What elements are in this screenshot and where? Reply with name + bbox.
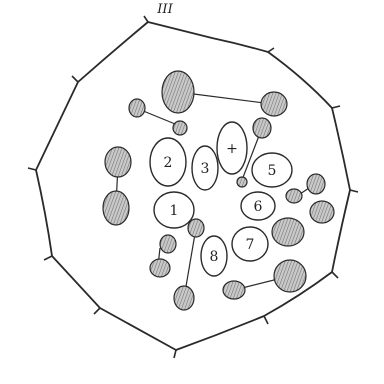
shaded-body — [105, 147, 131, 177]
shaded-body — [160, 235, 176, 253]
shaded-body — [237, 177, 247, 187]
cell-label-7: 7 — [246, 237, 255, 253]
figure-heading: III — [150, 2, 180, 17]
shaded-body — [162, 71, 194, 113]
shaded-body — [188, 219, 204, 237]
cell-label-3: 3 — [201, 161, 210, 177]
shaded-body — [129, 99, 145, 117]
shaded-body — [307, 174, 325, 194]
cell-label-5: 5 — [268, 163, 277, 179]
cell-label-2: 2 — [164, 155, 173, 171]
shaded-body — [272, 218, 304, 246]
shaded-body — [223, 281, 245, 299]
cell-label-plus: + — [226, 141, 238, 157]
shaded-body — [286, 189, 302, 203]
shaded-body — [261, 92, 287, 116]
shaded-body — [274, 260, 306, 292]
shaded-body — [150, 259, 170, 277]
cell-label-8: 8 — [210, 249, 219, 265]
shaded-body — [173, 121, 187, 135]
cell-label-1: 1 — [170, 203, 179, 219]
shaded-body — [310, 201, 334, 223]
numbered-cells — [150, 122, 292, 276]
shaded-body — [174, 286, 194, 310]
shaded-body — [253, 118, 271, 138]
shaded-body — [103, 191, 129, 225]
cell-label-6: 6 — [254, 199, 263, 215]
